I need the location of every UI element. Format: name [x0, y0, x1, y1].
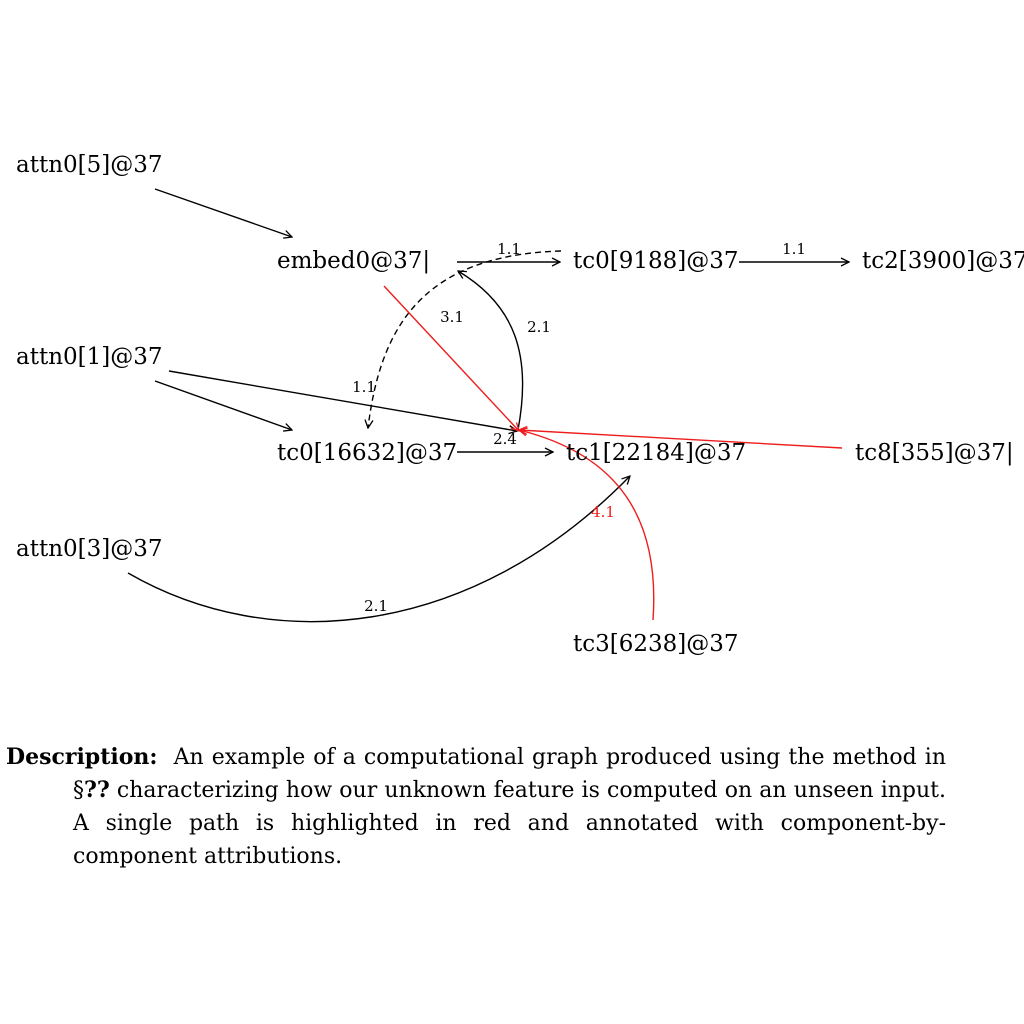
node-attn0-3: attn0[3]@37	[16, 536, 163, 562]
edge-label-attn0_1-to-tc1_22184: 1.1	[352, 378, 376, 396]
computational-graph: 1.1 1.1 3.1 2.1 1.1 2.4 2.1 4.1 attn0[5]@37 embe…	[16, 152, 1024, 657]
edge-attn0_1-to-tc0_16632	[154, 380, 292, 430]
node-tc0-9188: tc0[9188]@37	[573, 248, 739, 274]
caption-text-start: An example of a computational graph prod…	[73, 745, 946, 803]
node-tc0-16632: tc0[16632]@37	[277, 440, 457, 466]
figure-caption: Description: An example of a computation…	[6, 741, 946, 873]
edge-label-attn0_3-to-tc1_22184: 2.1	[364, 597, 388, 615]
edge-tc1_22184-to-embed0	[458, 271, 524, 431]
node-tc8-355: tc8[355]@37|	[855, 440, 1014, 466]
edge-attn0_5-to-embed0	[154, 188, 292, 237]
node-attn0-5: attn0[5]@37	[16, 152, 163, 178]
edge-label-embed0-to-tc0_9188: 1.1	[497, 240, 521, 258]
node-embed0: embed0@37|	[277, 248, 430, 274]
edge-label-tc0_16632-to-tc1_22184: 2.4	[493, 430, 517, 448]
edge-label-tc3_6238-to-tc1_22184: 4.1	[591, 503, 615, 521]
caption-label: Description:	[6, 744, 158, 770]
edge-attn0_3-to-tc1_22184	[127, 476, 630, 623]
node-tc1-22184: tc1[22184]@37	[566, 440, 746, 466]
nodes: attn0[5]@37 embed0@37| tc0[9188]@37 tc2[390…	[16, 152, 1024, 657]
caption-section-ref: ??	[84, 777, 110, 803]
edge-tc3_6238-to-tc1_22184	[519, 430, 655, 621]
edge-labels: 1.1 1.1 3.1 2.1 1.1 2.4 2.1 4.1	[352, 240, 806, 615]
node-tc3-6238: tc3[6238]@37	[573, 631, 739, 657]
edge-embed0-to-tc1_22184	[383, 285, 519, 431]
edge-label-tc0_9188-to-tc2_3900: 1.1	[782, 240, 806, 258]
edges	[127, 188, 849, 623]
node-attn0-1: attn0[1]@37	[16, 344, 163, 370]
node-tc2-3900: tc2[3900]@37	[862, 248, 1024, 274]
edge-tc0_9188-to-tc0_16632	[368, 250, 562, 428]
edge-tc8_355-to-tc1_22184	[519, 430, 843, 449]
edge-attn0_1-to-tc1_22184	[168, 370, 517, 431]
edge-label-tc0_9188-to-tc0_16632: 3.1	[440, 308, 464, 326]
caption-text-end: characterizing how our unknown feature i…	[73, 778, 946, 869]
edge-label-tc1_22184-to-embed0: 2.1	[527, 318, 551, 336]
